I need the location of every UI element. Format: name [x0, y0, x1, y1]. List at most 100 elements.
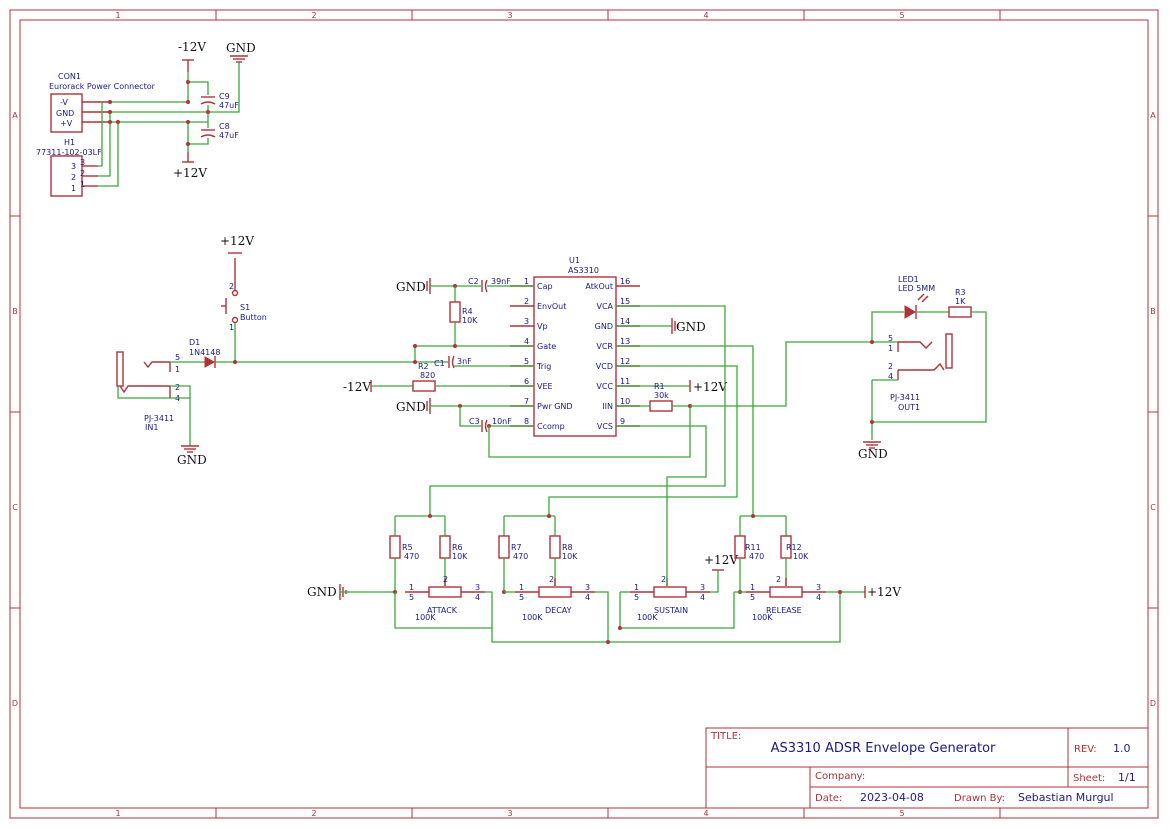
sustain-label: SUSTAIN	[654, 606, 688, 615]
svg-text:1: 1	[519, 583, 524, 592]
release-label: RELEASE	[766, 606, 802, 615]
svg-text:4: 4	[585, 593, 590, 602]
r2-value: 820	[420, 371, 435, 380]
h1-ref: H1	[64, 138, 75, 147]
zone-row-b: B	[12, 307, 18, 316]
u1-pin-name: Gate	[537, 342, 556, 351]
gnd-label-in1: GND	[177, 453, 207, 467]
gate-input-section: 5 1 2 4 PJ-3411 IN1 GND D1 1N4148 2 1 S1…	[116, 234, 534, 467]
gnd-supply-label-top: GND	[226, 41, 256, 55]
gnd-label-pots: GND	[307, 585, 337, 599]
svg-text:5: 5	[519, 593, 524, 602]
svg-text:3: 3	[585, 583, 590, 592]
zone-col-1-bottom: 1	[115, 809, 120, 818]
u1-pin-name: Trig	[536, 362, 551, 371]
u1-pin-number: 1	[524, 277, 529, 286]
r7-ref: R7	[511, 543, 522, 552]
decay-label: DECAY	[545, 606, 572, 615]
zone-row-a: A	[12, 111, 18, 120]
u1-pin-name: VCS	[597, 422, 613, 431]
u1-pin-number: 8	[524, 417, 529, 426]
svg-text:2: 2	[175, 383, 180, 392]
svg-text:1: 1	[175, 365, 180, 374]
r3-ref: R3	[955, 288, 966, 297]
svg-text:2: 2	[661, 575, 666, 584]
sheet-value: 1/1	[1118, 771, 1136, 784]
in1-value: PJ-3411	[144, 414, 174, 423]
r5-value: 470	[404, 552, 419, 561]
con1-pin-neg: -V	[60, 98, 68, 107]
h1-pin-1: 1	[71, 184, 76, 193]
con1-body	[50, 93, 83, 133]
u1-pin-name: VCD	[596, 362, 613, 371]
r11-value: 470	[749, 552, 764, 561]
u1-pin-number: 2	[524, 297, 529, 306]
title-text: AS3310 ADSR Envelope Generator	[771, 741, 996, 756]
zone-col-2-bottom: 2	[311, 809, 316, 818]
u1-pin-name: Cap	[537, 282, 553, 291]
date-label: Date:	[815, 793, 842, 804]
in1-pin-5: 5	[175, 353, 180, 362]
out1-jack-body	[945, 333, 953, 369]
svg-text:5: 5	[888, 334, 893, 343]
r7-value: 470	[513, 552, 528, 561]
u1-ref: U1	[569, 256, 580, 265]
u1-pin-number: 15	[620, 297, 630, 306]
svg-text:2: 2	[888, 362, 893, 371]
pos12-supply-label-bottom: +12V	[173, 166, 207, 180]
c9-value: 47uF	[219, 101, 239, 110]
u1-left-parts: GND C2 39nF R4 10K -12V R2 820 GND C3	[343, 277, 691, 458]
zone-col-4: 4	[703, 11, 708, 20]
neg12-label-vee: -12V	[343, 380, 371, 394]
u1-pin-number: 13	[620, 337, 630, 346]
u1-pin-name: GND	[595, 322, 613, 331]
svg-text:2: 2	[229, 282, 234, 291]
con1-pin-gnd: GND	[56, 109, 74, 118]
pos12-label-release: +12V	[867, 585, 901, 599]
sheet-label: Sheet:	[1073, 773, 1105, 784]
gnd-label-out1: GND	[858, 447, 888, 461]
r4-value: 10K	[462, 316, 478, 325]
company-label: Company:	[815, 771, 865, 782]
decay-pot-value: 100K	[522, 613, 543, 622]
svg-text:4: 4	[816, 593, 821, 602]
rev-value: 1.0	[1113, 742, 1131, 755]
zone-col-4-bottom: 4	[703, 809, 708, 818]
out1-value: PJ-3411	[890, 393, 920, 402]
led1-value: LED 5MM	[898, 284, 935, 293]
u1-pin-name: IIN	[602, 402, 613, 411]
u1-pin-name: EnvOut	[537, 302, 566, 311]
s1-ref: S1	[240, 303, 250, 312]
u1-pin-name: VCA	[596, 302, 613, 311]
out1-ref: OUT1	[898, 403, 920, 412]
zone-row-a-right: A	[1150, 111, 1156, 120]
svg-text:4: 4	[888, 372, 893, 381]
h1-value: 77311-102-03LF	[36, 148, 102, 157]
r8-value: 10K	[562, 552, 578, 561]
attack-label: ATTACK	[427, 606, 458, 615]
u1-pin-name: VCC	[596, 382, 613, 391]
u1-pin-name: AtkOut	[585, 282, 613, 291]
h1-pin-3b: 3	[80, 158, 85, 167]
u1-pin-name: VCR	[596, 342, 613, 351]
date-value: 2023-04-08	[860, 791, 924, 804]
zone-col-3: 3	[507, 11, 512, 20]
in1-jack-body	[116, 351, 124, 387]
r8-ref: R8	[562, 543, 573, 552]
c8-value: 47uF	[219, 131, 239, 140]
sustain-pot-value: 100K	[637, 613, 658, 622]
r6-value: 10K	[452, 552, 468, 561]
zone-col-5: 5	[899, 11, 904, 20]
h1-pin-2: 2	[71, 173, 76, 182]
svg-text:3: 3	[700, 583, 705, 592]
sheet-frame: 1 2 3 4 5 1 2 3 4 5 A B C D A B C D	[9, 9, 1159, 819]
h1-pin-3: 3	[71, 162, 76, 171]
zone-col-2: 2	[311, 11, 316, 20]
r2-ref: R2	[418, 362, 429, 371]
svg-text:2: 2	[443, 575, 448, 584]
r1-ref: R1	[654, 382, 665, 391]
release-pot-value: 100K	[752, 613, 773, 622]
r6-ref: R6	[452, 543, 463, 552]
svg-text:1: 1	[634, 583, 639, 592]
h1-pin-2b: 2	[80, 169, 85, 178]
